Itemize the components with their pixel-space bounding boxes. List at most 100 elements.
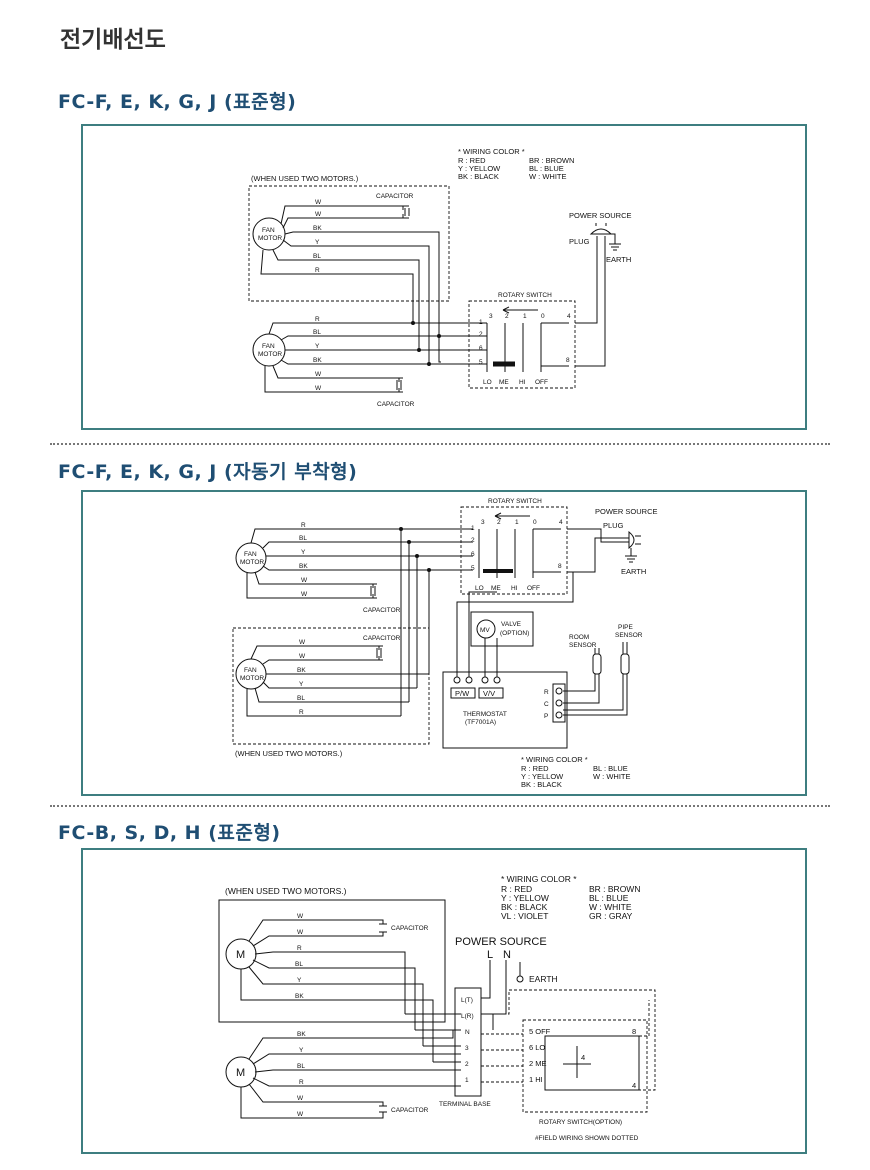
wire-label: BL [295,961,303,968]
switch-terminal: 8 [566,357,570,364]
legend-item: Y : YELLOW [501,893,549,903]
capacitor-label: CAPACITOR [391,1107,429,1114]
switch-terminal: 4 [559,519,563,526]
legend-item: W : WHITE [529,172,567,181]
earth-icon [609,233,621,251]
optional-motor-box [232,627,430,745]
wire-label: Y [301,549,306,556]
wire-label: BK [313,225,322,232]
wire-label: W [297,1095,304,1102]
fan-motor-label: FAN [244,551,257,558]
fan-motor-1 [252,217,286,251]
legend-item: R : RED [458,156,486,165]
switch-terminal: 2 [479,331,483,338]
wire-label: W [297,913,304,920]
rotary-switch [460,506,568,595]
wire-label: BL [297,695,305,702]
switch-terminal: 4 [567,313,571,320]
pipe-sensor-label: SENSOR [615,632,643,639]
plug-icon [628,530,635,550]
wire-label: Y [299,1047,304,1054]
field-wiring-note: #FIELD WIRING SHOWN DOTTED [535,1135,639,1142]
wire-label: R [315,316,320,323]
fan-motor-1 [235,542,267,574]
page-title: 전기배선도 [60,27,166,53]
terminal-label: 2 [465,1061,469,1068]
wire-label: R [299,709,304,716]
pw-terminal: P/W [455,689,470,698]
legend-item: BL : BLUE [593,764,628,773]
section-3-title: FC-B, S, D, H (표준형) [58,822,281,844]
fan-motor-label: MOTOR [258,235,282,242]
legend-item: BK : BLACK [458,172,499,181]
legend-item: Y : YELLOW [521,772,564,781]
switch-terminal: 6 [471,551,475,558]
switch-terminal: 3 [481,519,485,526]
terminal-label: L(T) [461,997,473,1004]
switch-position: HI [519,379,526,386]
legend-heading: * WIRING COLOR * [458,147,525,156]
earth-icon [516,975,524,983]
legend-item: BK : BLACK [501,902,548,912]
divider [50,805,830,807]
wire-label: BK [313,357,322,364]
fan-motor-label: MOTOR [258,351,282,358]
wire-label: Y [315,239,320,246]
wire-label: BK [297,667,306,674]
wire-label: W [299,653,306,660]
fan-motor-label: FAN [262,343,275,350]
plug-icon [589,228,613,235]
switch-position: LO [475,585,484,592]
room-sensor-label: SENSOR [569,642,597,649]
section-2-title: FC-F, E, K, G, J (자동기 부착형) [58,461,358,483]
legend-item: R : RED [521,764,549,773]
n-label: N [503,949,511,961]
switch-terminal: 2 [505,313,509,320]
legend-item: R : RED [501,884,532,894]
rotary-switch-label: ROTARY SWITCH [498,292,552,299]
thermostat-model: (TF7001A) [465,719,496,726]
switch-terminal: 5 OFF [529,1027,551,1036]
legend-item: VL : VIOLET [501,911,548,921]
wire-label: BL [313,329,321,336]
capacitor-label: CAPACITOR [363,635,401,642]
switch-position: OFF [527,585,540,592]
terminal-base-label: TERMINAL BASE [439,1101,491,1108]
rotary-switch-label: ROTARY SWITCH(OPTION) [539,1119,622,1126]
legend-heading: * WIRING COLOR * [521,755,588,764]
capacitor-label: CAPACITOR [391,925,429,932]
switch-terminal: 0 [541,313,545,320]
earth-icon [625,548,637,563]
wire-label: R [315,267,320,274]
fan-motor-label: MOTOR [240,675,264,682]
wire-label: R [297,945,302,952]
capacitor-label: CAPACITOR [363,607,401,614]
rotary-switch-label: ROTARY SWITCH [488,498,542,505]
power-source-label: POWER SOURCE [595,507,658,516]
motor-label: M [236,1067,245,1079]
legend-item: BL : BLUE [589,893,629,903]
wire-label: W [299,639,306,646]
wire-label: BK [295,993,304,1000]
wire-label: W [315,385,322,392]
legend-item: W : WHITE [589,902,632,912]
capacitor-label: CAPACITOR [377,401,415,408]
room-sensor-label: ROOM [569,634,589,641]
when-used-note: (WHEN USED TWO MOTORS.) [235,749,343,758]
pipe-sensor-label: PIPE [618,624,633,631]
switch-center-label: 4 [581,1053,585,1062]
l-label: L [487,949,493,961]
when-used-note: (WHEN USED TWO MOTORS.) [251,174,359,183]
legend-item: BR : BROWN [529,156,574,165]
switch-terminal: 1 HI [529,1075,543,1084]
legend-item: BR : BROWN [589,884,640,894]
terminal-label: L(R) [461,1013,474,1020]
section-1-title: FC-F, E, K, G, J (표준형) [58,91,297,113]
diagram-standard-ffekgj: * WIRING COLOR * R : RED Y : YELLOW BK :… [81,124,807,430]
diagram-standard-fbsdh: * WIRING COLOR * R : RED Y : YELLOW BK :… [81,848,807,1154]
legend-item: Y : YELLOW [458,164,501,173]
earth-label: EARTH [606,255,631,264]
switch-terminal: 1 [523,313,527,320]
valve-label: VALVE [501,621,522,628]
wire-label: W [315,371,322,378]
